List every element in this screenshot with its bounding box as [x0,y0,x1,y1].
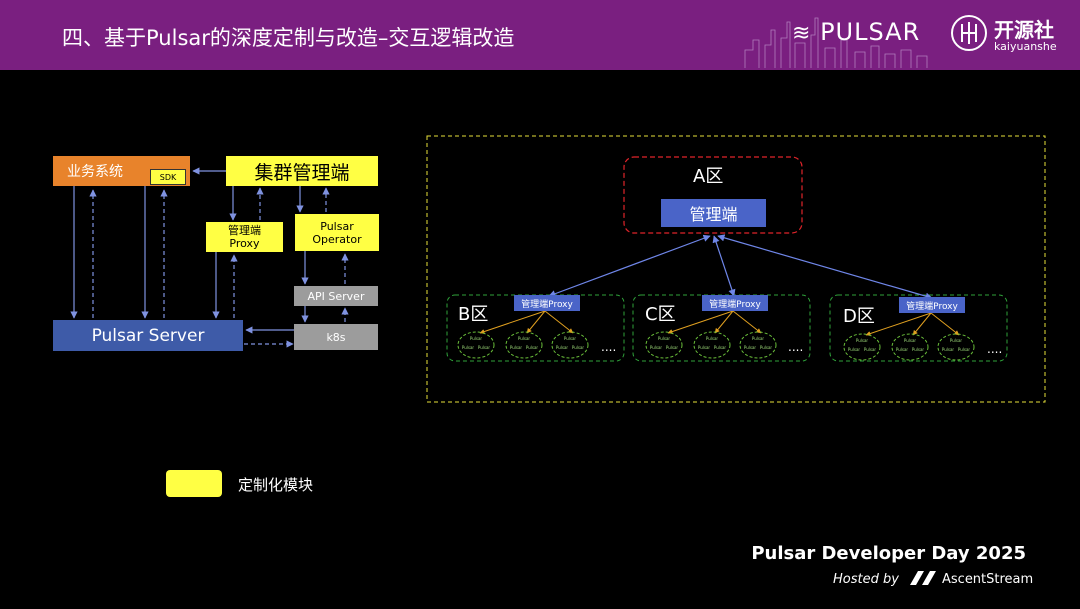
pulsar-node-label: Pulsar [760,345,773,350]
header-bar: 四、基于Pulsar的深度定制与改造–交互逻辑改造 ≋ PULSAR 开源社 k… [0,0,1080,70]
footer-title: Pulsar Developer Day 2025 [751,543,1026,564]
pulsar-node [891,333,929,361]
pulsar-node-label: Pulsar [864,347,877,352]
k8s-label: k8s [326,330,346,344]
business-system-label: 业务系统 [67,164,123,180]
pulsar-node-label: Pulsar [848,347,861,352]
cluster-manager-label: 集群管理端 [254,161,350,184]
zone-d-proxy-box: 管理端Proxy [899,297,965,313]
zone-c-ellipsis: .... [788,340,804,354]
pulsar-node-label: Pulsar [518,336,531,341]
pulsar-node-label: Pulsar [752,336,765,341]
api-server-box: API Server [294,286,378,306]
zone-a-label: A区 [693,166,724,187]
pulsar-node-label: Pulsar [714,345,727,350]
manager-label: 管理端 [689,205,738,224]
legend-label: 定制化模块 [238,476,314,494]
pulsar-node-label: Pulsar [510,345,523,350]
pulsar-node-label: Pulsar [478,345,491,350]
pulsar-node [457,331,495,359]
zone-b-proxy-box: 管理端Proxy [514,295,580,311]
pulsar-node-label: Pulsar [470,336,483,341]
k8s-box: k8s [294,324,378,350]
footer-hosted-by: Hosted by [833,572,899,587]
sdk-label: SDK [159,172,177,182]
pulsar-node-label: Pulsar [942,347,955,352]
pulsar-node-label: Pulsar [556,345,569,350]
pulsar-node-label: Pulsar [572,345,585,350]
pulsar-node-label: Pulsar [744,345,757,350]
pulsar-node-label: Pulsar [856,338,869,343]
pulsar-node-label: Pulsar [950,338,963,343]
pulsar-node [843,333,881,361]
footer-brand: AscentStream [942,572,1034,587]
sdk-box: SDK [150,169,186,185]
pulsar-node-label: Pulsar [526,345,539,350]
page-title: 四、基于Pulsar的深度定制与改造–交互逻辑改造 [62,26,515,50]
manager-box: 管理端 [661,199,766,227]
pulsar-node-label: Pulsar [698,345,711,350]
zone-d-ellipsis: .... [987,342,1003,356]
pulsar-logo: ≋ PULSAR [792,18,920,46]
pulsar-node-label: Pulsar [958,347,971,352]
zone-d-proxy-label: 管理端Proxy [906,301,958,312]
pulsar-node-label: Pulsar [658,336,671,341]
ascentstream-logo-icon [910,571,936,585]
pulsar-server-box: Pulsar Server [53,320,243,351]
pulsar-node-label: Pulsar [896,347,909,352]
kaiyuanshe-logo-icon [951,15,987,51]
kaiyuanshe-cn: 开源社 [994,18,1054,42]
pulsar-node-label: Pulsar [462,345,475,350]
legend-swatch [166,470,222,497]
pulsar-server-label: Pulsar Server [91,325,205,346]
zone-b-label: B区 [458,304,489,325]
pulsar-node-label: Pulsar [564,336,577,341]
api-server-label: API Server [307,289,365,303]
zone-b-ellipsis: .... [601,340,617,354]
pulsar-node [693,331,731,359]
zone-c-label: C区 [645,304,676,325]
pulsar-node-label: Pulsar [706,336,719,341]
pulsar-node-label: Pulsar [912,347,925,352]
pulsar-operator-box: Pulsar Operator [295,214,379,251]
pulsar-logo-mark-icon: ≋ [792,21,812,46]
zone-d-label: D区 [843,306,875,327]
outer-region-border [426,135,1046,403]
pulsar-node-label: Pulsar [650,345,663,350]
pulsar-node [551,331,589,359]
pulsar-node [937,333,975,361]
zone-c-proxy-box: 管理端Proxy [702,295,768,311]
manager-proxy-box: 管理端 Proxy [206,222,283,252]
pulsar-node [739,331,777,359]
pulsar-node-label: Pulsar [666,345,679,350]
manager-proxy-label: 管理端 Proxy [228,224,261,250]
pulsar-node [505,331,543,359]
pulsar-operator-label: Pulsar Operator [312,219,362,246]
zone-a-border [623,156,803,234]
kaiyuanshe-en: kaiyuanshe [994,40,1057,53]
zone-b-proxy-label: 管理端Proxy [521,299,573,310]
pulsar-node [645,331,683,359]
city-skyline-icon [744,17,928,68]
zone-c-proxy-label: 管理端Proxy [709,299,761,310]
pulsar-logo-text: PULSAR [820,18,921,46]
cluster-manager-box: 集群管理端 [226,156,378,186]
pulsar-node-label: Pulsar [904,338,917,343]
